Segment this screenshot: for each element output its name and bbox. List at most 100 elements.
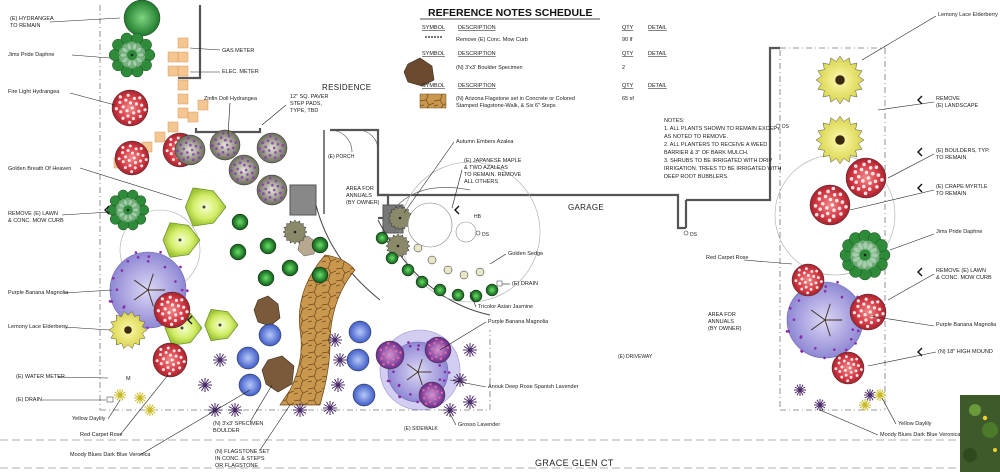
yellow-daylily — [144, 404, 156, 416]
callout: REMOVE(E) LANDSCAPE — [877, 96, 979, 111]
azalea-existing — [455, 221, 477, 243]
callout-text: (BY OWNER) — [708, 326, 742, 332]
jims-pride-daphne-3 — [839, 229, 891, 281]
callout-text: IN CONC. & STEPS — [215, 456, 265, 462]
callout: Lemony Lace Elderberry — [8, 324, 111, 331]
callout-text: ELEC. METER — [222, 69, 259, 75]
leader-line — [867, 351, 937, 367]
callout-text: (BY OWNER) — [346, 200, 380, 206]
moody-blues-veronica — [238, 373, 262, 397]
grosso-lavender — [864, 389, 876, 401]
paver-pad — [167, 121, 179, 133]
callout-text: (N) 3'x3' SPECIMEN — [213, 421, 263, 427]
yellow-daylily — [114, 389, 126, 401]
moody-blues-veronica — [348, 320, 372, 344]
callout-text: Jims Pride Daphne — [936, 229, 982, 235]
callout-text: (E) LANDSCAPE — [936, 103, 979, 109]
leader-line — [261, 104, 287, 126]
paver-pad — [177, 93, 189, 105]
red-carpet-rose-4 — [791, 263, 825, 297]
svg-text:QTY: QTY — [622, 83, 634, 89]
chevron-marker-icon — [917, 95, 923, 105]
callout: GAS METER — [222, 48, 254, 54]
callout-text: Yellow Daylily — [72, 416, 106, 422]
leader-line — [887, 153, 935, 179]
yellow-daylily — [874, 389, 886, 401]
leader-line — [743, 259, 793, 265]
paver-pad — [167, 51, 179, 63]
leader-line — [63, 326, 111, 331]
red-carpet-rose-5 — [849, 293, 887, 331]
callout-text: Golden Breath Of Heaven — [8, 166, 71, 172]
note-line: DEEP ROOT BUBBLERS. — [664, 174, 729, 180]
ds-label-2: DS — [690, 232, 698, 238]
callout-text: AREA FOR — [708, 312, 736, 318]
zinfin-doll-hydrangea — [228, 154, 260, 186]
callout-text: OR FLAGSTONE — [215, 463, 258, 469]
callout-text: Purple Banana Magnolia — [488, 319, 549, 325]
golden-sedge — [415, 275, 429, 289]
red-carpet-rose-2 — [845, 157, 887, 199]
callout: (E) DRAIN — [16, 397, 106, 403]
schedule-title: REFERENCE NOTES SCHEDULE — [428, 7, 593, 19]
leader-line — [57, 376, 109, 379]
golden-sedge — [433, 283, 447, 297]
grosso-lavender — [794, 384, 806, 396]
callout: Zinfin Doll Hydrangea — [204, 96, 258, 102]
schedule-header-row-2: SYMBOL DESCRIPTION QTY DETAIL — [422, 51, 667, 57]
paver-pad — [177, 37, 189, 49]
callout-text: ALL OTHERS — [464, 179, 498, 185]
zinfin-doll-hydrangea — [256, 174, 288, 206]
callout: Golden Breath Of Heaven — [8, 166, 183, 201]
callout-text: & CONC. MOW CURB — [8, 218, 64, 224]
leader-line — [61, 211, 111, 216]
leader-line — [71, 54, 111, 59]
autumn-embers-azalea — [387, 205, 413, 231]
grosso-lavender — [453, 373, 467, 387]
callout: Moody Blues Dark Blue Veronica — [819, 409, 961, 438]
callout: Autumn Embers Azalea — [456, 139, 514, 145]
japanese-maple-existing — [407, 202, 453, 248]
red-carpet-rose-1 — [152, 342, 188, 378]
boxwood-shrub — [281, 259, 299, 277]
yellow-daylily — [859, 399, 871, 411]
note-line: 3. SHRUBS TO BE IRRIGATED WITH DRIP — [664, 158, 773, 164]
flagstone-walk — [279, 254, 356, 406]
boulders — [253, 57, 435, 393]
leader-line — [63, 289, 113, 294]
drain-symbol-icon — [106, 396, 114, 403]
tricolor-asian-jasmine — [459, 270, 469, 280]
paver-pad — [177, 51, 189, 63]
general-notes: NOTES:1. ALL PLANTS SHOWN TO REMAIN EXCE… — [664, 118, 781, 180]
chevron-marker-icon — [917, 267, 923, 277]
leader-line — [69, 92, 116, 106]
note-line: IRRIGATION. TREES TO BE IRRIGATED WITH — [664, 166, 781, 172]
callout-text: (E) DRAIN — [16, 397, 42, 403]
schedule-header-row-3: SYMBOL DESCRIPTION QTY DETAIL — [422, 83, 667, 89]
callout-text: (E) BOULDERS, TYP. — [936, 148, 990, 154]
callout-text: REMOVE (E) LAWN — [936, 268, 986, 274]
hb-label: HB — [474, 214, 482, 220]
fire-light-hydrangea-2 — [114, 140, 150, 176]
callout: Purple Banana Magnolia — [488, 319, 549, 325]
svg-text:SYMBOL: SYMBOL — [422, 51, 445, 57]
callout-text: Red Carpet Rose — [706, 255, 749, 261]
callout: Moody Blues Dark Blue Veronica — [70, 389, 251, 458]
callout-text: TO REMAIN — [936, 155, 966, 161]
callout-text: Lemony Lace Elderberry — [938, 12, 998, 18]
lemony-lace-elderberry-2 — [815, 55, 865, 105]
grosso-lavender — [328, 333, 342, 347]
paver-pad — [177, 79, 189, 91]
callout-text: Lemony Lace Elderberry — [8, 324, 68, 330]
sidewalk-label: (E) SIDEWALK — [404, 426, 438, 432]
schedule-row-2-qty: 2 — [622, 65, 625, 71]
golden-sedge — [485, 283, 499, 297]
grosso-lavender — [208, 403, 222, 417]
chevron-marker-icon — [104, 205, 110, 215]
residence-label: RESIDENCE — [322, 83, 371, 92]
callout: Anouk Deep Rose Spanish Lavender — [488, 384, 579, 390]
leader-line — [49, 17, 121, 23]
